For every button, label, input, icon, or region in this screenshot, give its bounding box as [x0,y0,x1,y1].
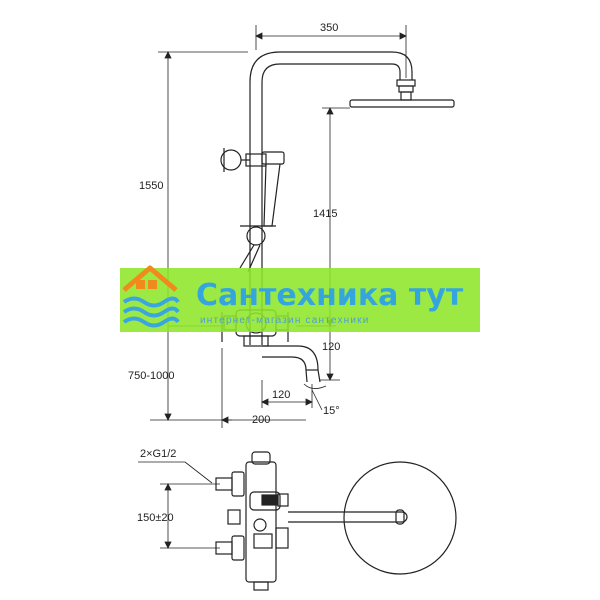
house-logo-icon [122,265,180,328]
dim-spout-reach: 120 [272,389,290,401]
dim-head-height: 1415 [313,208,337,220]
shower-head-plan-view [343,461,457,575]
dim-top-width: 350 [320,22,338,34]
dim-inlet-spacing: 150±20 [137,512,174,524]
dim-mount-height: 750-1000 [128,370,175,382]
mixer-side-view [215,451,289,591]
hand-shower-holder [220,148,285,273]
dim-spout-length: 200 [252,414,270,426]
watermark-band [120,268,480,332]
dim-spout-height: 120 [322,341,340,353]
dim-total-height: 1550 [139,180,163,192]
watermark-title: Сантехника тут [196,278,464,313]
dimension-labels: 350 1550 1415 120 750-1000 120 15° 200 2… [128,22,340,524]
shower-head [349,79,455,108]
bath-spout [262,345,321,383]
spout-plan-view [288,509,408,525]
inlet-dimension-lines [138,461,220,549]
watermark-subtitle: интернет-магазин сантехники [200,315,370,326]
dimension-lines [150,25,407,428]
dim-inlet-thread: 2×G1/2 [140,448,176,460]
dim-spout-angle: 15° [323,405,340,417]
watermark: Сантехника тут интернет-магазин сантехни… [120,265,480,332]
